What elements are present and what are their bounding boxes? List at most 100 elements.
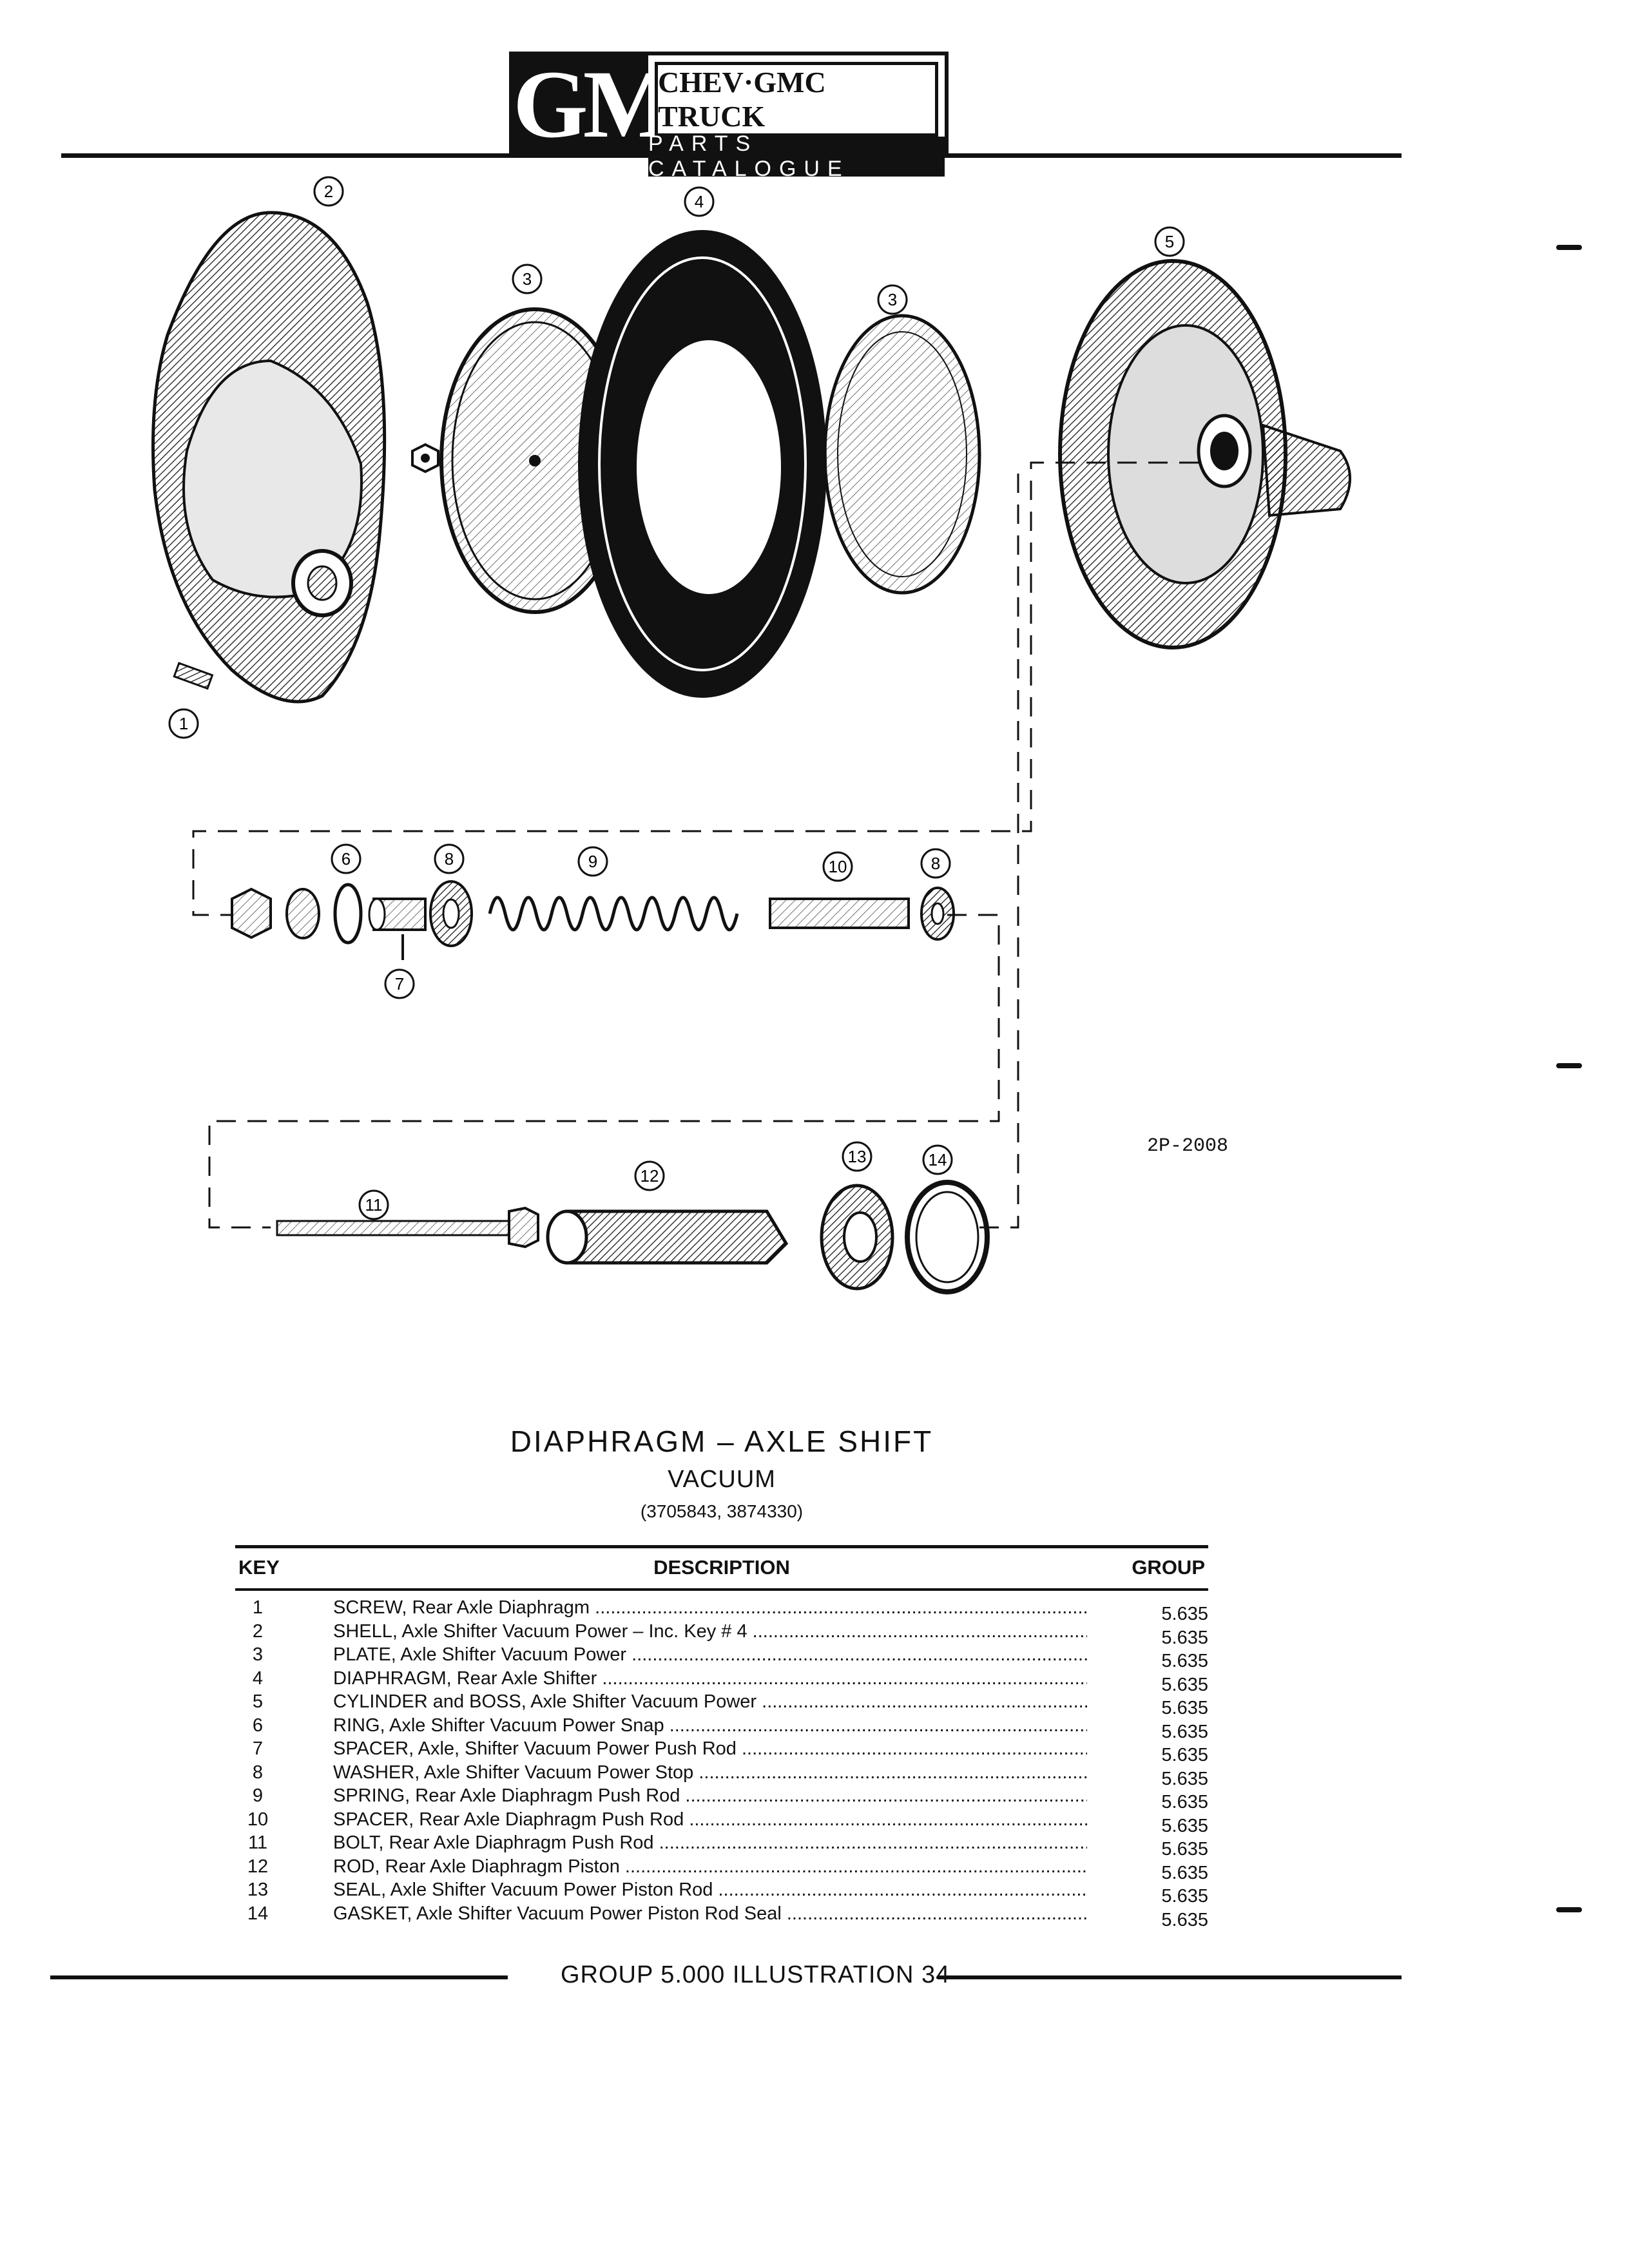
callout-1: 1 [168, 708, 199, 739]
svg-text:10: 10 [829, 857, 847, 876]
page-subtitle: VACUUM [668, 1466, 776, 1493]
row-key: 2 [252, 1620, 264, 1642]
header-group: GROUP [1132, 1556, 1205, 1579]
table-row: 5 CYLINDER and BOSS, Axle Shifter Vacuum … [235, 1691, 1208, 1718]
table-row: 2 SHELL, Axle Shifter Vacuum Power – Inc.… [235, 1620, 1208, 1648]
brand-line: CHEV·GMC TRUCK [655, 62, 938, 137]
row-description: SCREW, Rear Axle Diaphragm [333, 1597, 1087, 1619]
row-group: 5.635 [1161, 1862, 1208, 1883]
footer-rule-left [50, 1975, 508, 1979]
row-group: 5.635 [1161, 1745, 1208, 1765]
svg-text:9: 9 [588, 852, 597, 871]
callout-8a: 8 [434, 843, 465, 874]
callout-12: 12 [634, 1160, 665, 1191]
row-group: 5.635 [1161, 1698, 1208, 1718]
footer-text: GROUP 5.000 ILLUSTRATION 34 [561, 1961, 950, 1988]
svg-text:4: 4 [695, 192, 704, 211]
row-key: 3 [252, 1644, 264, 1665]
svg-text:13: 13 [848, 1147, 867, 1166]
part-shell [151, 211, 387, 704]
top-rule [61, 153, 1402, 158]
part-snap-ring [333, 883, 363, 945]
table-row: 8 WASHER, Axle Shifter Vacuum Power Stop 5… [235, 1762, 1208, 1789]
row-group: 5.635 [1161, 1886, 1208, 1907]
callout-7: 7 [384, 968, 415, 999]
row-description: SPACER, Axle, Shifter Vacuum Power Push … [333, 1738, 1087, 1760]
row-key: 7 [252, 1738, 264, 1759]
row-group: 5.635 [1161, 1674, 1208, 1695]
svg-text:8: 8 [445, 849, 454, 869]
callout-labels: 1 2 3 3 4 5 6 7 8 8 9 10 11 12 13 14 [168, 176, 1185, 1220]
page-title: DIAPHRAGM – AXLE SHIFT [510, 1425, 934, 1458]
row-key: 10 [247, 1809, 269, 1830]
logo-text-block: CHEV·GMC TRUCK PARTS CATALOGUE [648, 55, 945, 181]
row-description: SEAL, Axle Shifter Vacuum Power Piston R… [333, 1879, 1087, 1901]
callout-11: 11 [358, 1189, 389, 1220]
table-row: 4 DIAPHRAGM, Rear Axle Shifter 5.635 [235, 1667, 1208, 1695]
callout-4: 4 [684, 186, 715, 217]
row-group: 5.635 [1161, 1839, 1208, 1860]
callout-5: 5 [1154, 226, 1185, 257]
table-row: 12 ROD, Rear Axle Diaphragm Piston 5.635 [235, 1856, 1208, 1883]
row-description: PLATE, Axle Shifter Vacuum Power [333, 1644, 1087, 1666]
row-group: 5.635 [1161, 1627, 1208, 1648]
callout-3a: 3 [512, 264, 543, 294]
part-spring [488, 896, 739, 932]
svg-text:11: 11 [365, 1195, 383, 1215]
svg-text:14: 14 [929, 1150, 947, 1169]
svg-text:5: 5 [1165, 232, 1174, 251]
row-description: SHELL, Axle Shifter Vacuum Power – Inc. … [333, 1621, 1087, 1642]
row-group: 5.635 [1161, 1721, 1208, 1742]
svg-text:3: 3 [523, 269, 532, 289]
row-group: 5.635 [1161, 1768, 1208, 1789]
row-description: CYLINDER and BOSS, Axle Shifter Vacuum P… [333, 1691, 1087, 1713]
part-nut [411, 443, 439, 474]
part-plate-left [439, 307, 630, 614]
part-diaphragm [578, 230, 827, 698]
svg-text:2: 2 [324, 182, 333, 201]
row-description: SPRING, Rear Axle Diaphragm Push Rod [333, 1785, 1087, 1807]
row-key: 4 [252, 1667, 264, 1689]
callout-13: 13 [842, 1141, 872, 1172]
illustration-ref-code: 2P-2008 [1147, 1135, 1229, 1157]
part-screw [173, 662, 214, 690]
table-body: 1 SCREW, Rear Axle Diaphragm 5.635 2 SHELL, … [235, 1597, 1208, 1930]
part-numbers: (3705843, 3874330) [640, 1501, 804, 1521]
svg-text:12: 12 [641, 1166, 659, 1186]
row-key: 6 [252, 1715, 264, 1736]
header-key: KEY [238, 1556, 280, 1579]
row-description: DIAPHRAGM, Rear Axle Shifter [333, 1668, 1087, 1689]
callout-3b: 3 [877, 284, 908, 315]
part-piston-rod [546, 1209, 789, 1265]
row-key: 1 [252, 1597, 264, 1618]
part-plate-right [823, 314, 981, 595]
part-washer-left [429, 880, 473, 947]
edge-mark [1556, 1063, 1582, 1068]
edge-mark [1556, 1907, 1582, 1912]
callout-10: 10 [822, 851, 853, 882]
row-group: 5.635 [1161, 1651, 1208, 1671]
part-spacer-long [769, 898, 910, 929]
row-key: 5 [252, 1691, 264, 1712]
gm-parts-catalogue-logo: GM CHEV·GMC TRUCK PARTS CATALOGUE [509, 52, 949, 181]
svg-text:8: 8 [931, 854, 940, 873]
part-cylinder-boss [1058, 259, 1351, 649]
row-description: BOLT, Rear Axle Diaphragm Push Rod [333, 1832, 1087, 1854]
callout-14: 14 [922, 1144, 953, 1175]
header-description: DESCRIPTION [653, 1556, 790, 1579]
callout-2: 2 [313, 176, 344, 207]
row-key: 8 [252, 1762, 264, 1783]
row-description: WASHER, Axle Shifter Vacuum Power Stop [333, 1762, 1087, 1783]
table-header: DESCRIPTION KEY GROUP [235, 1545, 1208, 1591]
row-group: 5.635 [1161, 1604, 1208, 1624]
table-row: 1 SCREW, Rear Axle Diaphragm 5.635 [235, 1597, 1208, 1624]
table-row: 3 PLATE, Axle Shifter Vacuum Power 5.635 [235, 1644, 1208, 1671]
table-row: 7 SPACER, Axle, Shifter Vacuum Power Push… [235, 1738, 1208, 1765]
row-description: ROD, Rear Axle Diaphragm Piston [333, 1856, 1087, 1878]
row-description: SPACER, Rear Axle Diaphragm Push Rod [333, 1809, 1087, 1831]
row-key: 12 [247, 1856, 269, 1877]
